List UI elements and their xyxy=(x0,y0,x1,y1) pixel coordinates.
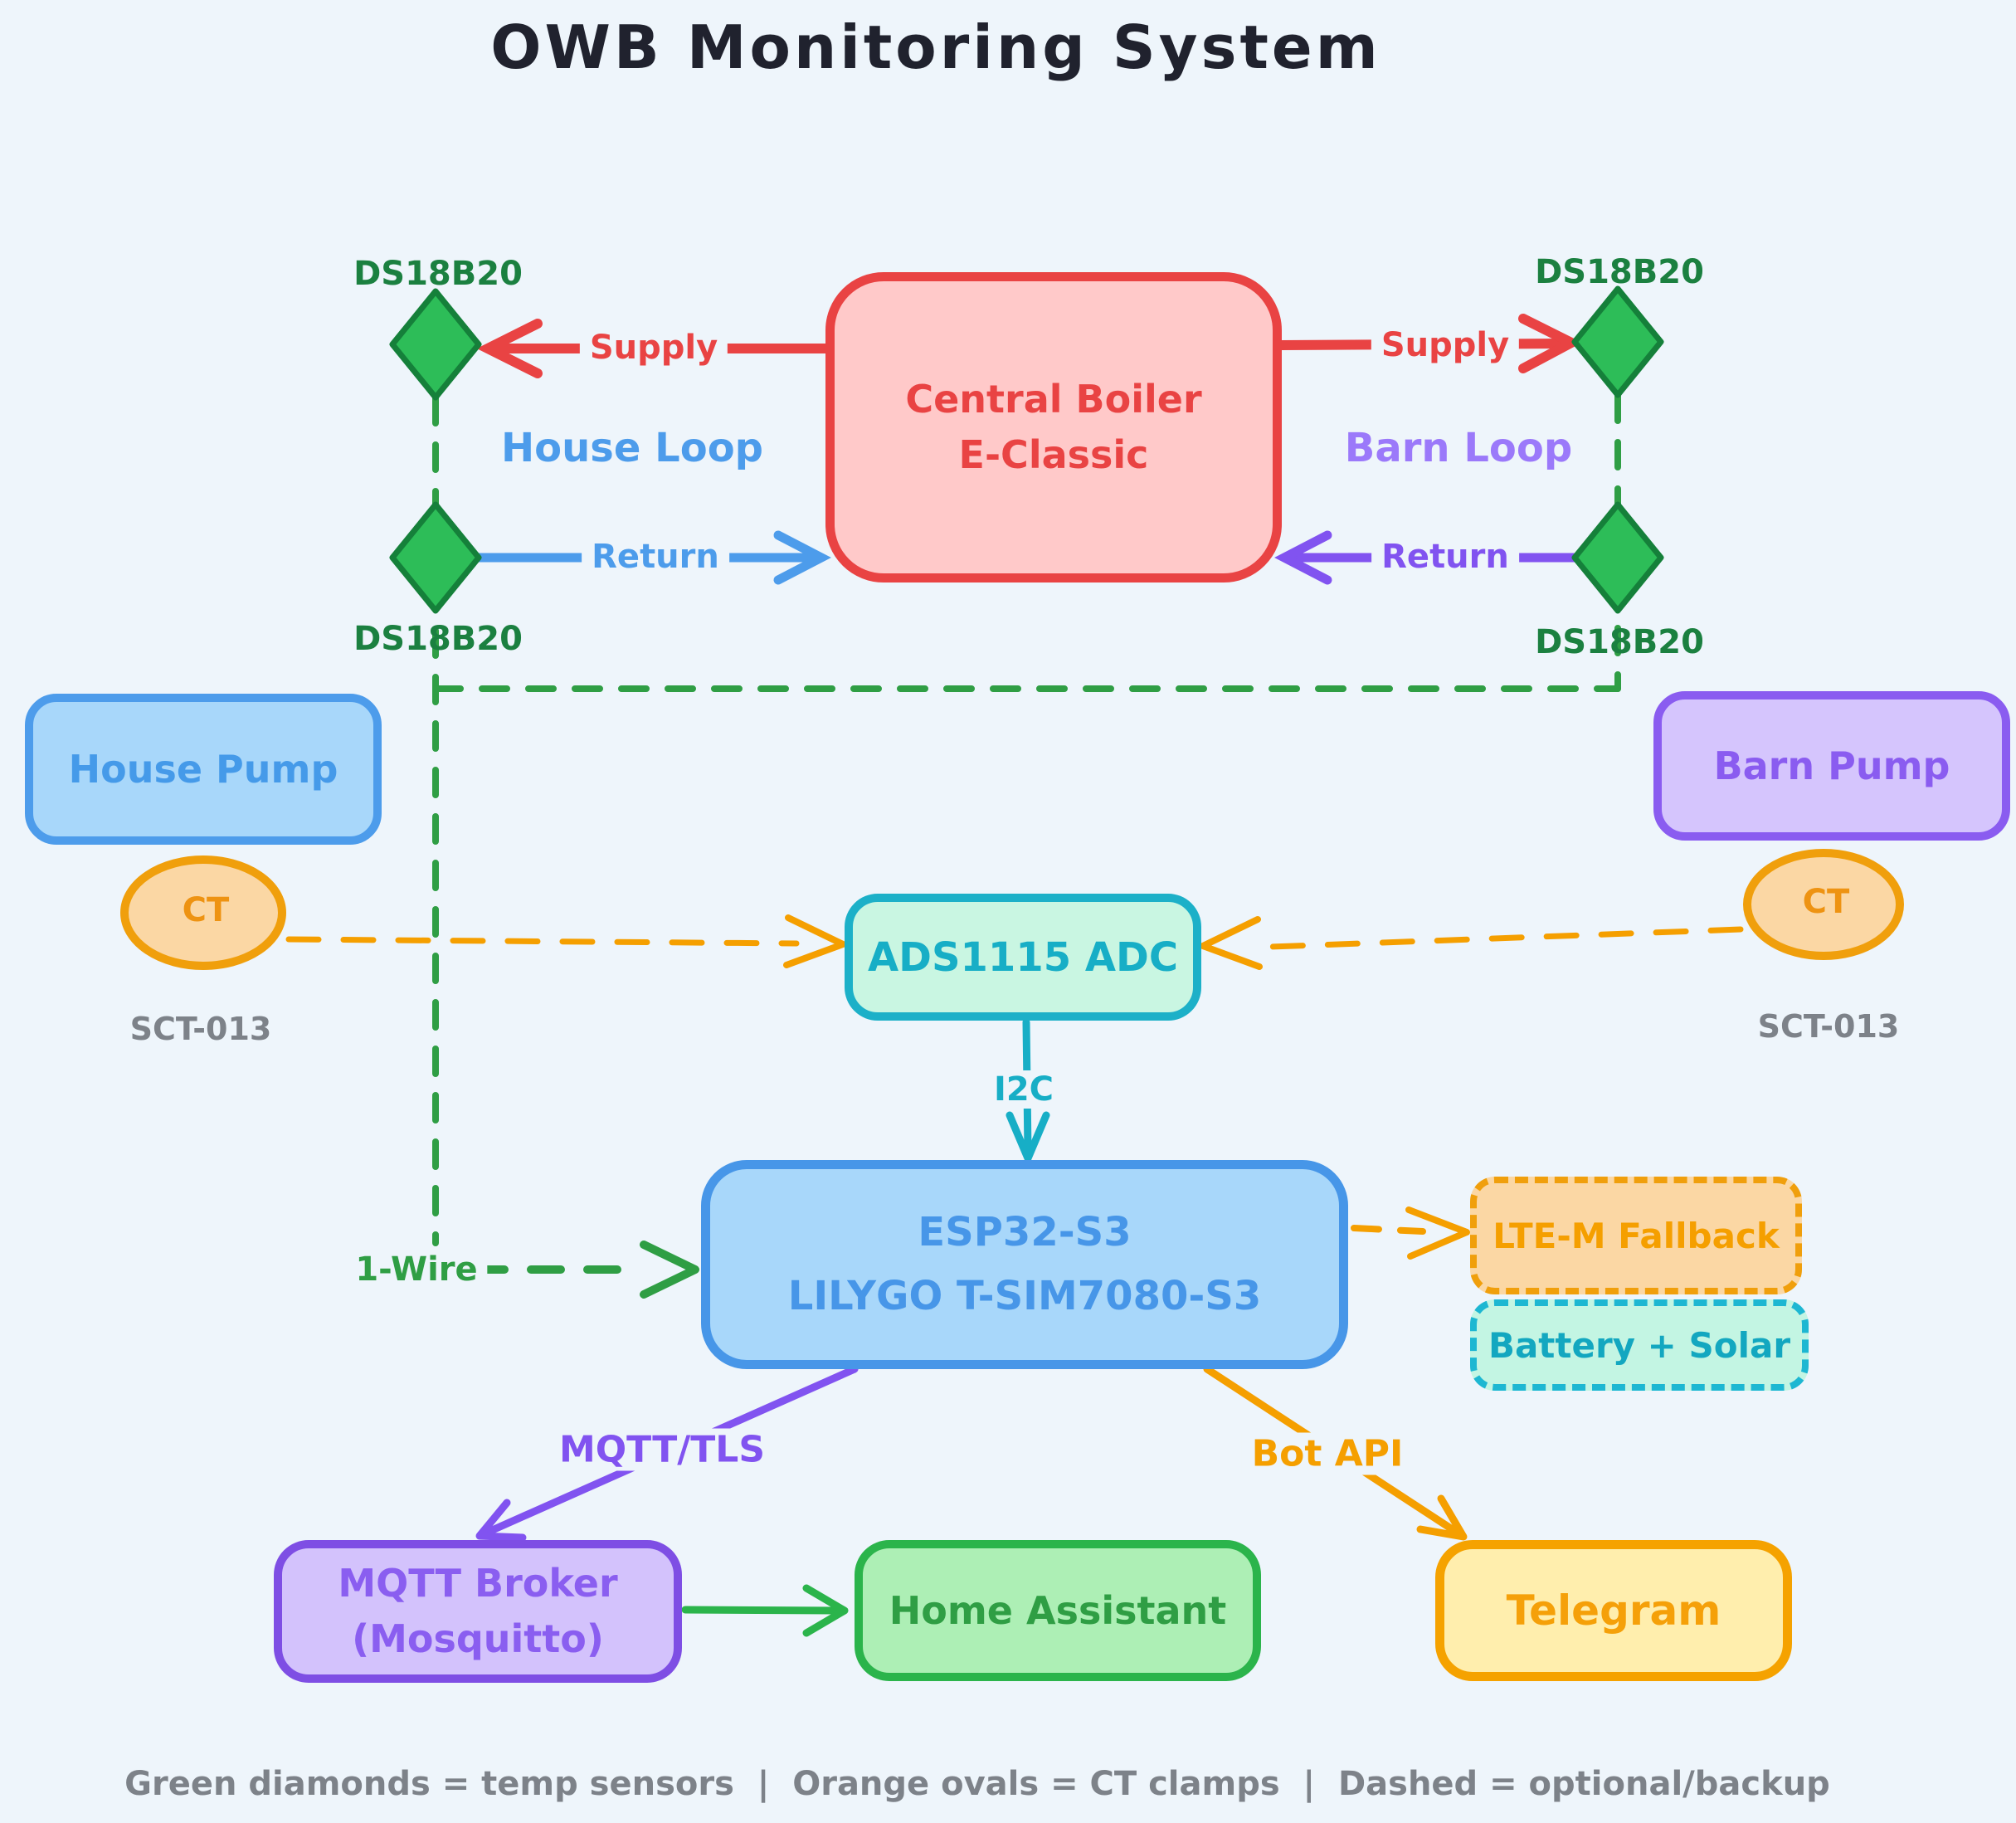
telegram-label: Telegram xyxy=(1506,1587,1721,1635)
node-barn-pump: Barn Pump xyxy=(1653,691,2010,841)
adc-label: ADS1115 ADC xyxy=(867,933,1179,981)
ct-label-house: CT xyxy=(182,891,230,929)
ct-clamp-oval-barn xyxy=(1743,849,1904,960)
node-telegram: Telegram xyxy=(1435,1540,1792,1681)
diagram-title: OWB Monitoring System xyxy=(490,12,1381,82)
legend-text: Green diamonds = temp sensors | Orange o… xyxy=(124,1765,1830,1803)
bot-api-arrowhead xyxy=(1416,1494,1468,1541)
barn-return-arrowhead xyxy=(1274,530,1332,585)
house-pump-label: House Pump xyxy=(68,747,338,792)
node-lte-fallback: LTE-M Fallback xyxy=(1470,1177,1802,1294)
i2c-arrowhead xyxy=(1006,1111,1050,1163)
node-central-boiler: Central Boiler E-Classic xyxy=(825,272,1282,582)
esp32-label-line1: ESP32-S3 xyxy=(918,1209,1132,1256)
node-esp32-controller: ESP32-S3 LILYGO T-SIM7080-S3 xyxy=(701,1160,1348,1369)
house-supply-arrowhead xyxy=(476,319,543,378)
ct-clamp-oval-house xyxy=(120,855,286,970)
ds18b20-label-barn-supply: DS18B20 xyxy=(1535,253,1704,291)
ds18b20-label-house-supply: DS18B20 xyxy=(353,255,523,293)
mqtt-broker-label-line2: (Mosquitto) xyxy=(352,1616,604,1661)
temp-sensor-diamond-house-supply xyxy=(389,288,482,401)
onewire-arrowhead xyxy=(640,1241,699,1299)
mqtt-tls-label: MQTT/TLS xyxy=(548,1428,776,1471)
node-battery-solar: Battery + Solar xyxy=(1470,1299,1809,1391)
temp-sensor-diamond-barn-supply xyxy=(1571,285,1664,398)
node-home-assistant: Home Assistant xyxy=(855,1540,1261,1681)
ds18b20-label-house-return: DS18B20 xyxy=(353,620,523,658)
ct-house-wire xyxy=(285,936,800,947)
house-loop-label: House Loop xyxy=(500,425,764,471)
boiler-label-line1: Central Boiler xyxy=(905,377,1202,422)
ct-barn-wire xyxy=(1245,926,1744,951)
bot-api-label: Bot API xyxy=(1241,1432,1414,1475)
home-assistant-label: Home Assistant xyxy=(889,1588,1227,1633)
barn-pump-label: Barn Pump xyxy=(1713,743,1950,788)
temp-sensor-diamond-barn-return xyxy=(1571,501,1664,614)
barn-supply-arrowhead xyxy=(1518,314,1583,373)
sct013-label-barn: SCT-013 xyxy=(1757,1008,1900,1045)
onewire-label: 1-Wire xyxy=(345,1250,488,1289)
broker-to-ha-line xyxy=(681,1606,840,1615)
ct-label-barn: CT xyxy=(1802,883,1850,921)
boiler-label-line2: E-Classic xyxy=(958,432,1149,477)
lte-wire xyxy=(1351,1225,1426,1235)
battery-solar-label: Battery + Solar xyxy=(1488,1324,1791,1366)
temp-sensor-diamond-house-return xyxy=(389,501,482,614)
node-mqtt-broker: MQTT Broker (Mosquitto) xyxy=(274,1540,682,1683)
node-house-pump: House Pump xyxy=(25,694,382,845)
barn-loop-label: Barn Loop xyxy=(1344,425,1573,471)
ct-barn-arrowhead xyxy=(1194,916,1263,970)
i2c-label: I2C xyxy=(983,1070,1064,1109)
mqtt-link-arrowhead xyxy=(475,1499,527,1542)
sct013-label-house: SCT-013 xyxy=(129,1011,272,1047)
esp32-label-line2: LILYGO T-SIM7080-S3 xyxy=(787,1273,1262,1319)
lte-fallback-label: LTE-M Fallback xyxy=(1493,1215,1780,1256)
ct-house-arrowhead xyxy=(783,914,852,968)
barn-supply-label: Supply xyxy=(1371,326,1520,364)
barn-return-label: Return xyxy=(1371,538,1519,576)
house-return-arrowhead xyxy=(773,530,831,585)
house-return-label: Return xyxy=(582,538,729,576)
mqtt-broker-label-line1: MQTT Broker xyxy=(338,1561,618,1606)
node-ads1115-adc: ADS1115 ADC xyxy=(845,894,1201,1021)
broker-to-ha-arrowhead xyxy=(802,1584,849,1637)
house-supply-label: Supply xyxy=(579,329,728,367)
lte-arrowhead xyxy=(1405,1206,1470,1260)
ds18b20-label-barn-return: DS18B20 xyxy=(1535,623,1704,661)
